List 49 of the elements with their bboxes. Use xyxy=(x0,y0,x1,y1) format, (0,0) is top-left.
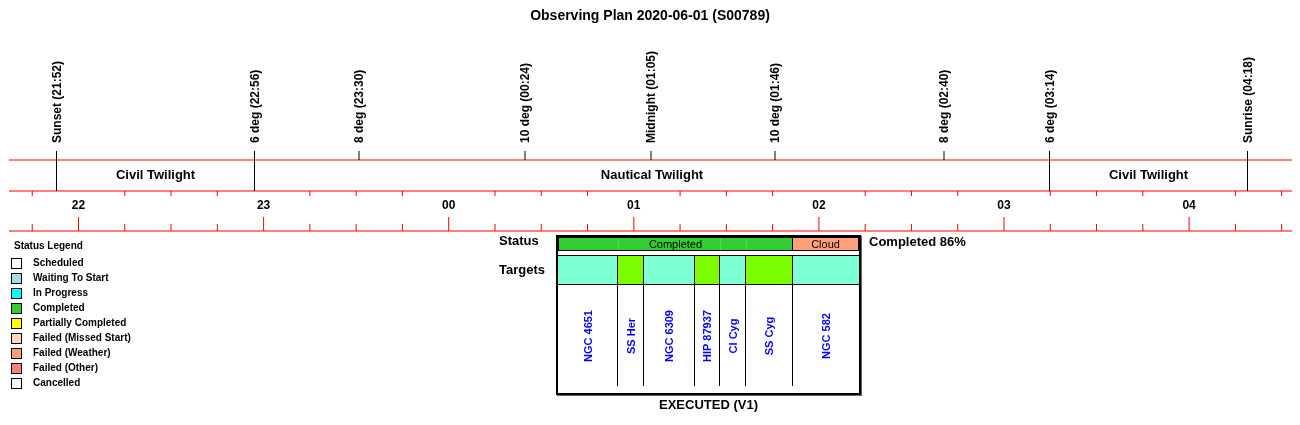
target-name: SS Cyg xyxy=(762,316,776,355)
event-label: 6 deg (22:56) xyxy=(247,69,262,143)
event-label: Sunrise (04:18) xyxy=(1240,56,1255,143)
hour-label: 02 xyxy=(812,197,826,213)
target-column xyxy=(617,255,643,386)
hour-label: 00 xyxy=(442,197,456,213)
target-name: CI Cyg xyxy=(726,318,739,353)
row-label: Status xyxy=(499,233,539,249)
hour-label: 23 xyxy=(256,197,271,213)
twilight-band-label: Civil Twilight xyxy=(115,167,196,183)
event-label: 10 deg (01:46) xyxy=(768,62,782,143)
hour-label: 04 xyxy=(1182,197,1196,213)
completion-summary: Completed 86% xyxy=(869,234,966,250)
event-label: Midnight (01:05) xyxy=(644,51,658,143)
target-name: NGC 4651 xyxy=(581,309,594,362)
legend-text: Scheduled xyxy=(33,257,84,269)
target-name: HIP 87937 xyxy=(700,309,714,362)
status-bar: Completed xyxy=(558,237,793,251)
event-label: 6 deg (03:14) xyxy=(1042,69,1057,143)
target-name: NGC 582 xyxy=(819,312,833,359)
legend-text: Cancelled xyxy=(33,377,81,389)
target-name: SS Her xyxy=(624,317,637,354)
event-label: Sunset (21:52) xyxy=(49,60,64,143)
chart-title: Observing Plan 2020-06-01 (S00789) xyxy=(530,6,770,24)
legend-text: Failed (Weather) xyxy=(33,347,111,359)
legend-text: Completed xyxy=(33,302,85,314)
status-bar: Cloud xyxy=(792,237,859,251)
hour-label: 03 xyxy=(997,197,1011,213)
legend-title: Status Legend xyxy=(14,240,83,252)
legend-text: Waiting To Start xyxy=(33,272,109,284)
target-column xyxy=(792,255,859,386)
twilight-band-label: Civil Twilight xyxy=(1108,167,1189,183)
target-name: NGC 6309 xyxy=(662,309,676,362)
legend-text: Failed (Other) xyxy=(33,362,98,374)
hour-label: 01 xyxy=(627,197,641,213)
twilight-band-label: Nautical Twilight xyxy=(600,167,704,183)
legend-text: Partially Completed xyxy=(33,317,127,329)
row-label: Targets xyxy=(499,262,545,278)
event-label: 10 deg (00:24) xyxy=(518,62,532,143)
event-label: 8 deg (23:30) xyxy=(352,69,366,143)
legend-text: Failed (Missed Start) xyxy=(33,332,131,344)
hour-label: 22 xyxy=(71,197,86,213)
event-label: 8 deg (02:40) xyxy=(937,69,951,143)
plan-caption: EXECUTED (V1) xyxy=(659,397,758,413)
target-column xyxy=(694,255,719,386)
target-column xyxy=(745,255,792,386)
legend-text: In Progress xyxy=(33,287,89,299)
target-column xyxy=(643,255,694,386)
target-column xyxy=(719,255,745,386)
